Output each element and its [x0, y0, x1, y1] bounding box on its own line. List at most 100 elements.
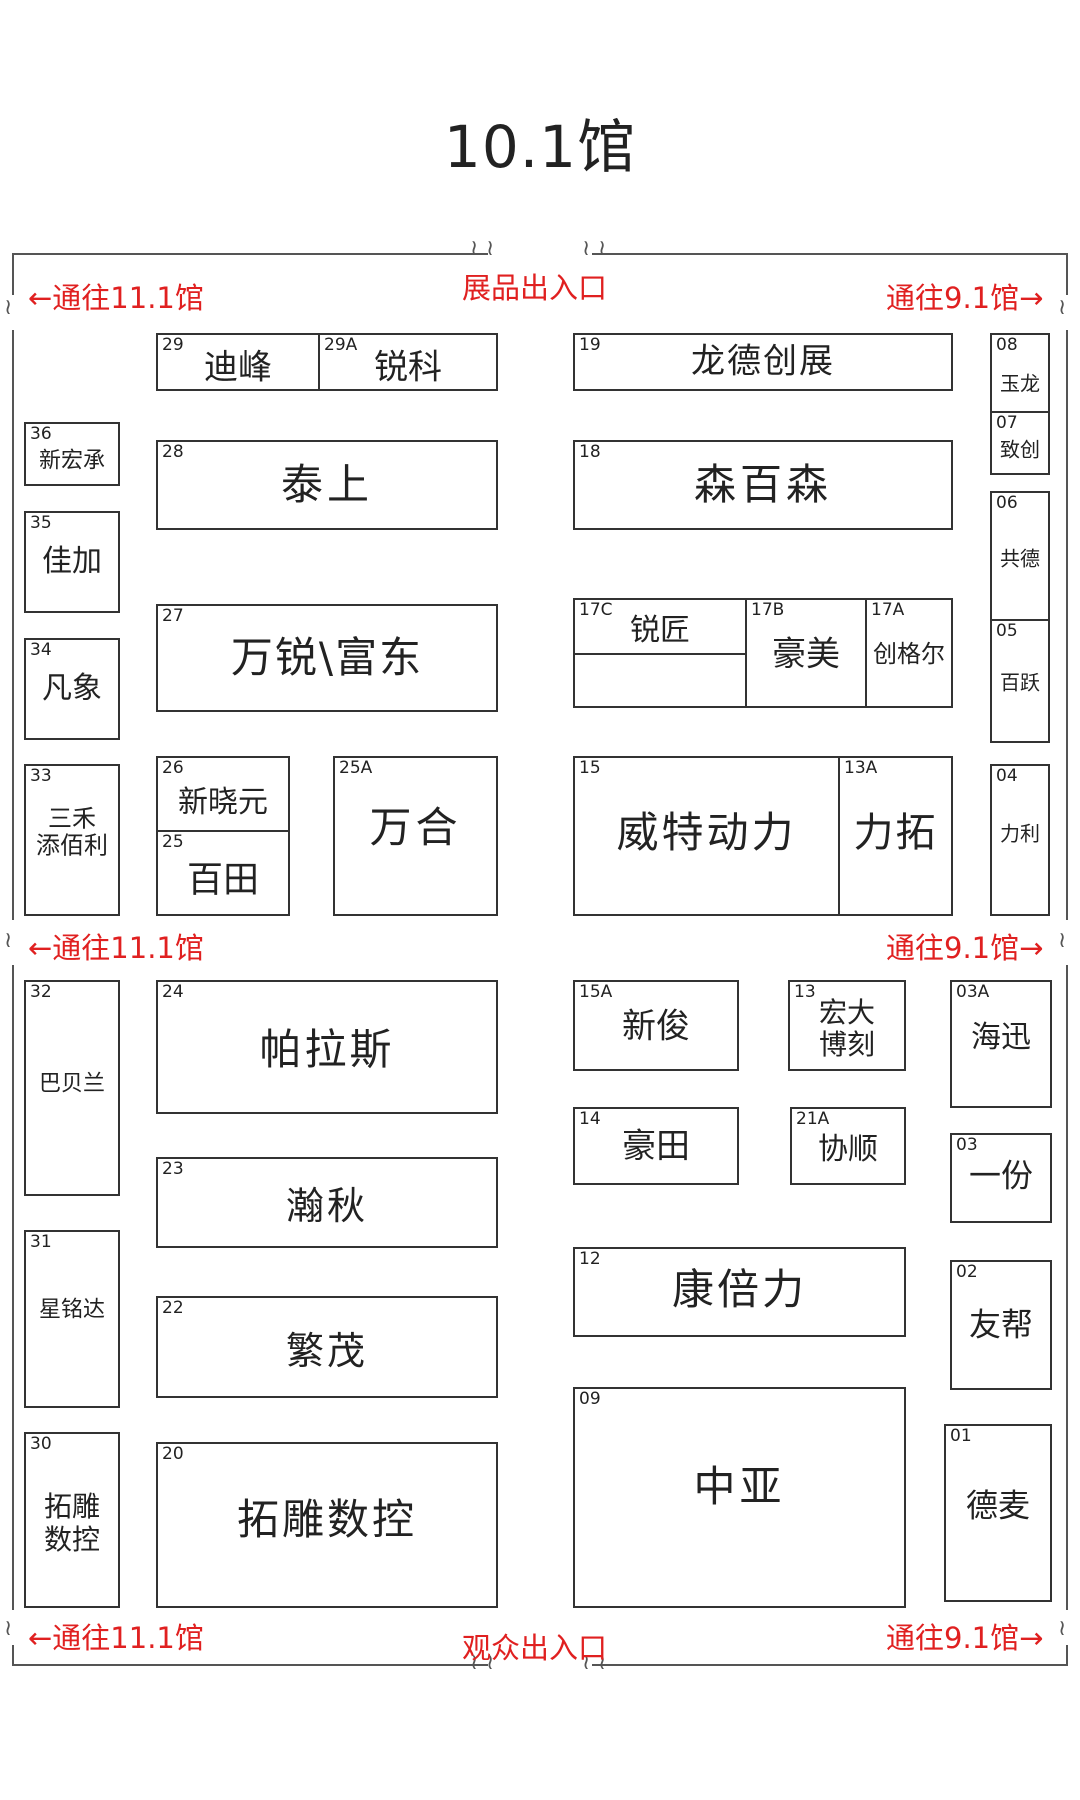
booth-15A: 15A 新俊: [573, 980, 739, 1071]
booth-name: 星铭达: [38, 1297, 105, 1323]
booth-number: 08: [996, 335, 1018, 355]
booth-22: 22 繁茂: [156, 1296, 498, 1398]
booth-03A: 03A 海迅: [950, 980, 1052, 1108]
booth-name: 凡象: [42, 670, 102, 706]
booth-name: 康倍力: [671, 1265, 807, 1315]
booth-31: 31 星铭达: [24, 1230, 120, 1408]
booth-23: 23 瀚秋: [156, 1157, 498, 1248]
booth-number: 27: [162, 606, 184, 626]
booth-name: 龙德创展: [691, 341, 835, 382]
booth-19: 19 龙德创展: [573, 333, 953, 391]
booth-name: 拓雕数控: [236, 1494, 417, 1544]
booth-number: 33: [30, 766, 52, 786]
booth-name: 海迅: [971, 1019, 1031, 1055]
to-hall-11-label-bottom: ←通往11.1馆: [28, 1621, 204, 1655]
booth-number: 26: [162, 758, 184, 778]
booth-30: 30 拓雕 数控: [24, 1432, 120, 1608]
booth-34: 34 凡象: [24, 638, 120, 740]
booth-name: 三禾 添佰利: [36, 804, 108, 860]
booth-name: 力利: [1000, 821, 1040, 846]
booth-17A: 17A 创格尔: [865, 598, 953, 708]
booth-36: 36 新宏承: [24, 422, 120, 486]
booth-number: 02: [956, 1262, 978, 1282]
booth-name: 巴贝兰: [38, 1071, 105, 1097]
booth-13: 13 宏大 博刻: [788, 980, 906, 1071]
booth-name: 豪美: [772, 634, 840, 675]
booth-number: 36: [30, 424, 52, 444]
booth-name: 新晓元: [178, 784, 268, 820]
booth-number: 31: [30, 1232, 52, 1252]
booth-name: 百田: [186, 858, 259, 900]
booth-number: 22: [162, 1298, 184, 1318]
booth-01: 01 德麦: [944, 1424, 1052, 1602]
booth-name: 繁茂: [285, 1329, 368, 1374]
booth-name: 森百森: [693, 459, 832, 509]
booth-number: 04: [996, 766, 1018, 786]
booth-number: 35: [30, 513, 52, 533]
to-hall-11-label-top: ←通往11.1馆: [28, 281, 204, 315]
booth-number: 01: [950, 1426, 972, 1446]
booth-number: 29: [162, 335, 184, 355]
booth-number: 17B: [751, 600, 785, 620]
page-title: 10.1馆: [443, 113, 637, 181]
booth-number: 24: [162, 982, 184, 1002]
booth-18: 18 森百森: [573, 440, 953, 530]
booth-06: 06 共德: [990, 491, 1050, 621]
booth-number: 25A: [339, 758, 373, 778]
booth-26: 26 新晓元: [156, 756, 290, 832]
booth-05: 05 百跃: [990, 619, 1050, 743]
booth-name: 锐科: [374, 347, 442, 388]
booth-number: 06: [996, 493, 1018, 513]
booth-name: 锐匠: [630, 612, 690, 648]
booth-15: 15 威特动力: [573, 756, 840, 916]
booth-29: 29 迪峰: [156, 333, 320, 391]
booth-name: 中亚: [693, 1461, 786, 1511]
to-hall-9-label-mid: 通往9.1馆→: [886, 931, 1044, 965]
booth-name: 豪田: [622, 1126, 690, 1167]
booth-21A: 21A 协顺: [790, 1107, 906, 1185]
to-hall-11-label-mid: ←通往11.1馆: [28, 931, 204, 965]
booth-name: 瀚秋: [285, 1184, 368, 1228]
booth-25A: 25A 万合: [333, 756, 498, 916]
booth-name: 德麦: [965, 1486, 1030, 1525]
booth-name: 帕拉斯: [259, 1024, 395, 1074]
booth-number: 28: [162, 442, 184, 462]
booth-35: 35 佳加: [24, 511, 120, 613]
booth-number: 20: [162, 1444, 184, 1464]
booth-number: 34: [30, 640, 52, 660]
booth-name: 迪峰: [204, 347, 272, 388]
booth-number: 23: [162, 1159, 184, 1179]
booth-name: 新宏承: [38, 448, 105, 474]
booth-number: 13A: [844, 758, 878, 778]
booth-number: 15: [579, 758, 601, 778]
booth-number: 18: [579, 442, 601, 462]
exhibit-entrance-label: 展品出入口: [462, 271, 608, 305]
booth-number: 03A: [956, 982, 990, 1002]
booth-32: 32 巴贝兰: [24, 980, 120, 1196]
booth-08: 08 玉龙: [990, 333, 1050, 413]
booth-number: 07: [996, 413, 1018, 433]
booth-13A: 13A 力拓: [838, 756, 953, 916]
booth-number: 03: [956, 1135, 978, 1155]
booth-name: 百跃: [1000, 670, 1040, 695]
booth-name: 宏大 博刻: [818, 995, 875, 1061]
booth-28: 28 泰上: [156, 440, 498, 530]
booth-number: 25: [162, 832, 184, 852]
booth-number: 14: [579, 1109, 601, 1129]
booth-name: 佳加: [42, 543, 102, 579]
booth-number: 05: [996, 621, 1018, 641]
booth-name: 泰上: [280, 459, 373, 509]
booth-name: 一份: [968, 1156, 1033, 1195]
booth-17C: 17C 锐匠: [573, 598, 747, 655]
booth-name: 玉龙: [1000, 371, 1040, 396]
booth-name: 力拓: [853, 809, 938, 856]
visitor-entrance-label: 观众出入口: [462, 1631, 608, 1665]
booth-name: 友帮: [968, 1305, 1033, 1344]
booth-number: 15A: [579, 982, 613, 1002]
booth-25: 25 百田: [156, 830, 290, 916]
booth-27: 27 万锐\富东: [156, 604, 498, 712]
booth-09: 09 中亚: [573, 1387, 906, 1608]
booth-name: 新俊: [622, 1006, 690, 1047]
booth-number: 17A: [871, 600, 905, 620]
booth-24: 24 帕拉斯: [156, 980, 498, 1114]
